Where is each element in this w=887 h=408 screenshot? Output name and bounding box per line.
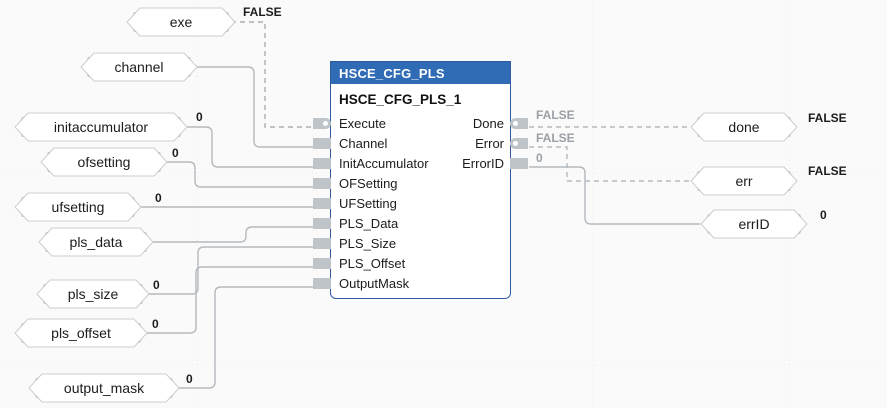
pin-row-execute-done: Execute Done xyxy=(313,113,528,133)
bool-pin-dot-icon xyxy=(323,120,328,126)
input-value-initaccumulator: 0 xyxy=(196,110,203,124)
output-variable-errid[interactable]: errID xyxy=(700,209,808,239)
input-variable-initaccumulator[interactable]: initaccumulator xyxy=(14,112,188,142)
grid-line-vertical xyxy=(592,0,593,408)
variable-hex-shape xyxy=(38,227,154,257)
input-pin-ofsetting[interactable] xyxy=(313,177,331,189)
input-pin-initaccumulator[interactable] xyxy=(313,157,331,169)
pin-row-pls-size: PLS_Size xyxy=(313,233,510,253)
output-pin-done[interactable] xyxy=(510,117,528,129)
pin-value-error: FALSE xyxy=(536,131,575,145)
input-label-pls-size: PLS_Size xyxy=(339,235,397,251)
pin-row-initaccumulator-errorid: InitAccumulator ErrorID xyxy=(313,153,528,173)
function-block-pin-rows: Execute Done Channel Error InitAccumulat… xyxy=(313,113,528,293)
variable-name: pls_offset xyxy=(51,325,111,341)
input-label-pls-data: PLS_Data xyxy=(339,215,399,231)
pin-value-done: FALSE xyxy=(536,108,575,122)
input-label-pls-offset: PLS_Offset xyxy=(339,255,406,271)
pin-row-ofsetting: OFSetting xyxy=(313,173,510,193)
input-variable-pls-size[interactable]: pls_size xyxy=(36,279,150,309)
input-pin-pls-size[interactable] xyxy=(313,237,331,249)
variable-name: exe xyxy=(169,14,193,30)
grid-line-horizontal xyxy=(0,364,887,365)
input-variable-channel[interactable]: channel xyxy=(80,52,198,82)
function-block-type-name: HSCE_CFG_PLS xyxy=(331,62,510,84)
input-pin-pls-offset[interactable] xyxy=(313,257,331,269)
input-pin-channel[interactable] xyxy=(313,137,331,149)
input-variable-pls-offset[interactable]: pls_offset xyxy=(14,318,148,348)
input-label-ufsetting: UFSetting xyxy=(339,195,397,211)
variable-name: done xyxy=(728,119,760,135)
input-pin-outputmask[interactable] xyxy=(313,277,331,289)
pin-row-outputmask: OutputMask xyxy=(313,273,510,293)
variable-hex-shape xyxy=(14,112,188,142)
input-label-outputmask: OutputMask xyxy=(339,275,410,291)
input-value-ufsetting: 0 xyxy=(155,191,162,205)
input-label-channel: Channel xyxy=(339,135,388,151)
input-value-exe: FALSE xyxy=(243,5,282,19)
variable-name: ofsetting xyxy=(77,154,131,170)
output-pin-errorid[interactable] xyxy=(510,157,528,169)
variable-hex-shape xyxy=(80,52,198,82)
pin-value-errorid: 0 xyxy=(536,151,543,165)
pin-row-pls-data: PLS_Data xyxy=(313,213,510,233)
bool-pin-dot-icon xyxy=(513,120,518,126)
input-variable-exe[interactable]: exe xyxy=(126,7,236,37)
variable-hex-shape xyxy=(40,147,168,177)
input-label-initaccumulator: InitAccumulator xyxy=(339,155,429,171)
function-block-instance-name: HSCE_CFG_PLS_1 xyxy=(339,92,462,107)
input-pin-pls-data[interactable] xyxy=(313,217,331,229)
output-value-errid: 0 xyxy=(820,208,827,222)
variable-name: initaccumulator xyxy=(53,119,149,135)
output-value-err: FALSE xyxy=(808,164,847,178)
variable-hex-shape xyxy=(14,318,148,348)
variable-hex-shape xyxy=(690,112,798,142)
input-variable-ofsetting[interactable]: ofsetting xyxy=(40,147,168,177)
input-value-ofsetting: 0 xyxy=(172,146,179,160)
input-variable-output-mask[interactable]: output_mask xyxy=(28,373,180,403)
output-label-done: Done xyxy=(472,115,504,131)
variable-name: pls_size xyxy=(67,286,119,302)
variable-hex-shape xyxy=(700,209,808,239)
variable-name: output_mask xyxy=(63,380,145,396)
output-variable-err[interactable]: err xyxy=(690,166,798,196)
input-label-ofsetting: OFSetting xyxy=(339,175,398,191)
variable-hex-shape xyxy=(14,192,142,222)
input-value-pls-offset: 0 xyxy=(152,317,159,331)
variable-name: err xyxy=(735,173,753,189)
variable-hex-shape xyxy=(36,279,150,309)
pin-row-pls-offset: PLS_Offset xyxy=(313,253,510,273)
input-variable-pls-data[interactable]: pls_data xyxy=(38,227,154,257)
bool-pin-dot-icon xyxy=(513,140,518,146)
output-label-errorid: ErrorID xyxy=(462,155,504,171)
output-pin-error[interactable] xyxy=(510,137,528,149)
grid-line-vertical xyxy=(789,0,790,408)
variable-name: ufsetting xyxy=(51,199,105,215)
output-value-done: FALSE xyxy=(808,111,847,125)
variable-name: errID xyxy=(738,216,770,232)
input-pin-ufsetting[interactable] xyxy=(313,197,331,209)
output-label-error: Error xyxy=(475,135,504,151)
input-pin-execute[interactable] xyxy=(313,117,331,129)
pin-row-ufsetting: UFSetting xyxy=(313,193,510,213)
variable-name: channel xyxy=(114,59,164,75)
variable-name: pls_data xyxy=(69,234,123,250)
output-variable-done[interactable]: done xyxy=(690,112,798,142)
pin-row-channel-error: Channel Error xyxy=(313,133,528,153)
variable-hex-shape xyxy=(28,373,180,403)
input-value-pls-size: 0 xyxy=(153,278,160,292)
input-variable-ufsetting[interactable]: ufsetting xyxy=(14,192,142,222)
function-block-hsce-cfg-pls[interactable]: HSCE_CFG_PLS HSCE_CFG_PLS_1 Execute Done… xyxy=(313,61,528,299)
input-label-execute: Execute xyxy=(339,115,386,131)
input-value-output-mask: 0 xyxy=(186,372,193,386)
